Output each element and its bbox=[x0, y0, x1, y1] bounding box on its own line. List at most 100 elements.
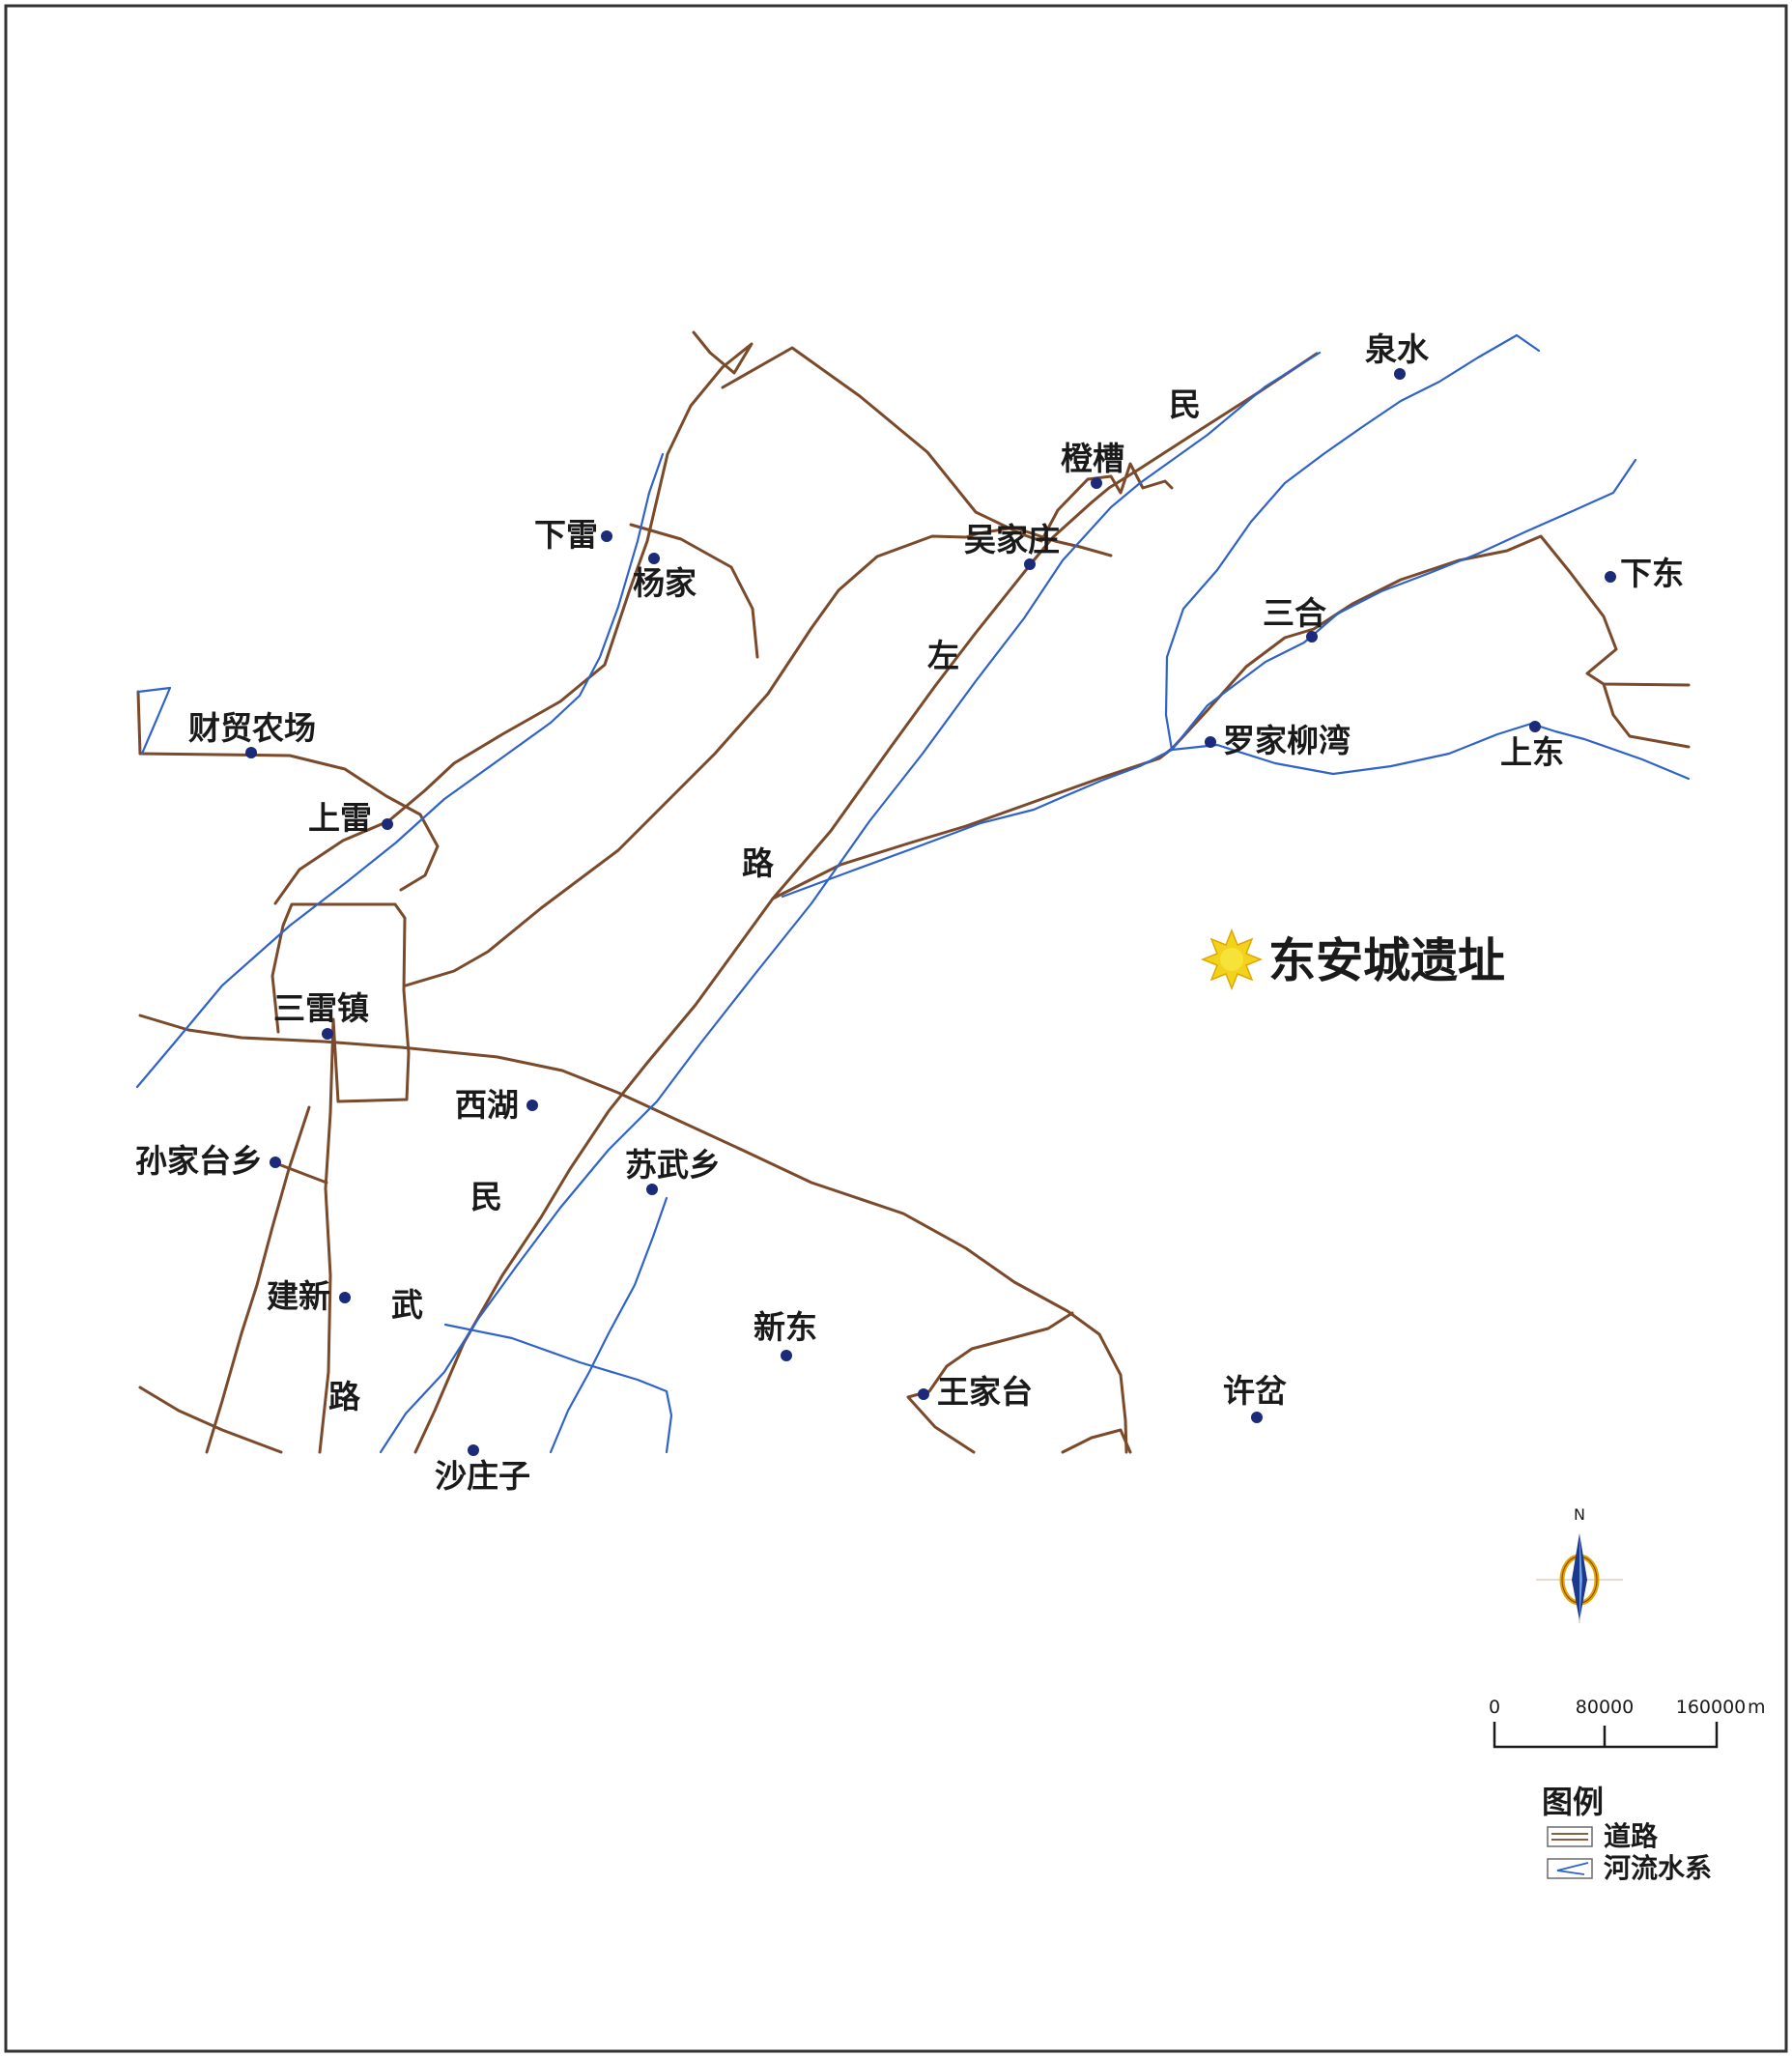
road-label: 武 bbox=[391, 1286, 423, 1324]
road bbox=[138, 1014, 1128, 1454]
road-label: 路 bbox=[328, 1378, 361, 1415]
road bbox=[1602, 682, 1691, 749]
river bbox=[1170, 458, 1637, 752]
legend-item-road: 道路 bbox=[1547, 1820, 1659, 1852]
north-arrow: N bbox=[1536, 1505, 1623, 1623]
road bbox=[771, 534, 1691, 900]
road bbox=[906, 1311, 1074, 1454]
road-symbol bbox=[1547, 1826, 1593, 1847]
road bbox=[138, 1386, 283, 1454]
north-label: N bbox=[1574, 1505, 1585, 1524]
road bbox=[404, 526, 1113, 987]
place-dot bbox=[918, 1388, 929, 1400]
road bbox=[136, 690, 142, 756]
place-yangjia[interactable]: 杨家 bbox=[633, 553, 697, 602]
legend-label: 河流水系 bbox=[1604, 1852, 1712, 1884]
place-label: 泉水 bbox=[1365, 330, 1430, 368]
site-marker[interactable]: 东安城遗址 bbox=[1200, 928, 1505, 991]
place-quanshui[interactable]: 泉水 bbox=[1365, 330, 1430, 380]
river bbox=[781, 722, 1691, 899]
place-label: 橙槽 bbox=[1061, 440, 1124, 477]
road-label: 民 bbox=[470, 1178, 502, 1215]
place-label: 孙家台乡 bbox=[135, 1142, 263, 1180]
place-dot bbox=[1091, 477, 1102, 489]
place-label: 下雷 bbox=[534, 516, 598, 554]
place-dot bbox=[382, 818, 393, 830]
place-label: 财贸农场 bbox=[188, 709, 316, 747]
place-label: 苏武乡 bbox=[625, 1146, 721, 1184]
river bbox=[1164, 333, 1541, 752]
legend-item-river: 河流水系 bbox=[1547, 1852, 1712, 1884]
place-dot bbox=[526, 1100, 538, 1111]
site-label: 东安城遗址 bbox=[1268, 933, 1505, 988]
place-dot bbox=[322, 1028, 333, 1040]
scale-unit: m bbox=[1748, 1697, 1766, 1718]
place-sunjiatai[interactable]: 孙家台乡 bbox=[135, 1142, 281, 1180]
scale-tick-0: 0 bbox=[1489, 1697, 1500, 1718]
place-label: 沙庄子 bbox=[435, 1457, 530, 1495]
place-sanhe[interactable]: 三合 bbox=[1263, 594, 1326, 643]
river bbox=[549, 1196, 668, 1454]
place-chengcao[interactable]: 橙槽 bbox=[1061, 440, 1124, 489]
place-dot bbox=[245, 747, 257, 758]
place-xindong[interactable]: 新东 bbox=[754, 1308, 817, 1361]
place-xihu[interactable]: 西湖 bbox=[455, 1086, 538, 1124]
place-dot bbox=[1205, 736, 1216, 748]
road-label: 路 bbox=[742, 844, 775, 882]
place-label: 建新 bbox=[267, 1277, 330, 1315]
place-dot bbox=[646, 1184, 658, 1195]
river-network bbox=[135, 333, 1691, 1454]
place-xialei[interactable]: 下雷 bbox=[534, 516, 612, 554]
place-dot bbox=[339, 1292, 351, 1303]
place-dot bbox=[270, 1157, 281, 1168]
place-xiadong[interactable]: 下东 bbox=[1605, 555, 1684, 592]
place-label: 三合 bbox=[1263, 594, 1326, 632]
road bbox=[629, 523, 759, 659]
place-caimao[interactable]: 财贸农场 bbox=[188, 709, 316, 758]
road bbox=[270, 902, 411, 1454]
place-dot bbox=[1605, 571, 1616, 583]
scale-tick-2: 160000 bbox=[1676, 1697, 1747, 1718]
road bbox=[273, 330, 754, 905]
place-shangdong[interactable]: 上东 bbox=[1500, 721, 1564, 771]
legend-title: 图例 bbox=[1542, 1784, 1604, 1820]
scale-tick-1: 80000 bbox=[1576, 1697, 1634, 1718]
place-label: 杨家 bbox=[633, 564, 697, 602]
map-border bbox=[4, 4, 1788, 2053]
place-suwu[interactable]: 苏武乡 bbox=[625, 1146, 721, 1195]
place-label: 王家台 bbox=[937, 1373, 1033, 1411]
place-dot bbox=[1251, 1412, 1263, 1423]
place-label: 上东 bbox=[1500, 733, 1564, 771]
place-wangjiatai[interactable]: 王家台 bbox=[918, 1373, 1033, 1411]
river bbox=[379, 351, 1322, 1454]
place-sanleizhen[interactable]: 三雷镇 bbox=[273, 989, 369, 1040]
road bbox=[138, 752, 440, 892]
place-shazhuangzi[interactable]: 沙庄子 bbox=[435, 1444, 530, 1495]
place-dot bbox=[601, 530, 612, 542]
compass-icon bbox=[1536, 1533, 1623, 1623]
place-dot bbox=[1306, 631, 1318, 643]
river bbox=[135, 452, 665, 1089]
place-label: 下东 bbox=[1620, 555, 1684, 592]
place-label: 新东 bbox=[754, 1308, 817, 1346]
place-dot bbox=[1529, 721, 1541, 732]
place-xucha[interactable]: 许岔 bbox=[1223, 1372, 1287, 1423]
river bbox=[136, 686, 172, 756]
road-label: 民 bbox=[1169, 386, 1201, 423]
road bbox=[271, 1160, 328, 1185]
place-label: 罗家柳湾 bbox=[1223, 722, 1351, 759]
place-markers: 泉水 橙槽 下雷 杨家 吴家庄 下东 三合 财贸农场 bbox=[135, 330, 1684, 1495]
legend: 图例 道路 河流水系 bbox=[1542, 1784, 1712, 1884]
place-shanglei[interactable]: 上雷 bbox=[308, 799, 393, 837]
place-luojialiuwan[interactable]: 罗家柳湾 bbox=[1205, 722, 1351, 759]
place-dot bbox=[1394, 368, 1406, 380]
place-dot bbox=[468, 1444, 479, 1456]
place-dot bbox=[1024, 558, 1036, 570]
river-symbol bbox=[1547, 1858, 1593, 1879]
place-jianxin[interactable]: 建新 bbox=[267, 1277, 351, 1315]
place-label: 吴家庄 bbox=[964, 521, 1060, 558]
place-label: 西湖 bbox=[455, 1086, 519, 1124]
place-label: 许岔 bbox=[1223, 1372, 1287, 1410]
place-wujiazhuang[interactable]: 吴家庄 bbox=[964, 521, 1060, 570]
